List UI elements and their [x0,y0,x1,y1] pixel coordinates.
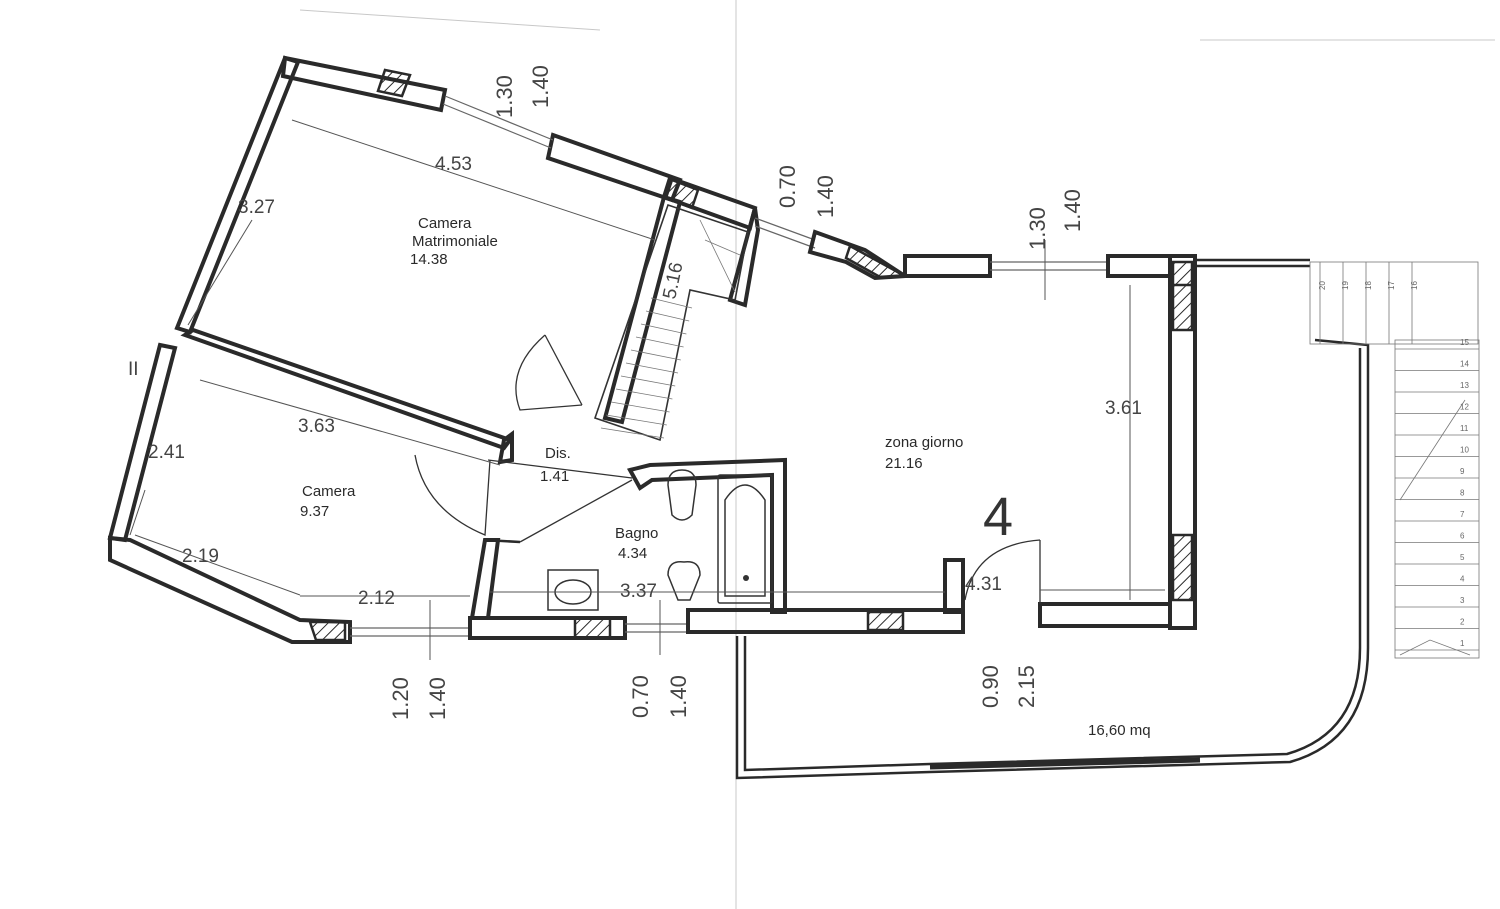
dim-matrimoniale-width: 4.53 [435,154,472,175]
dim-bagno-width: 3.37 [620,581,657,602]
step-number: 18 [1364,281,1373,290]
room-name-matrimoniale-1: Camera [418,215,472,232]
dim-win-camera-w: 1.20 [388,677,413,720]
room-labels: Camera Matrimoniale 14.38 Camera 9.37 Di… [128,215,1151,739]
dim-win-matrimoniale-w: 1.30 [492,75,517,118]
bathroom-fixtures [547,469,773,611]
step-number: 16 [1410,281,1419,290]
room-area-camera: 9.37 [300,503,329,520]
dim-door-terrazza-h: 2.15 [1014,665,1039,708]
room-area-dis: 1.41 [540,468,569,485]
room-name-bagno: Bagno [615,525,658,542]
step-number: 15 [1460,338,1469,347]
stair-tread [635,336,684,348]
step-number: 5 [1460,553,1465,562]
room-name-dis: Dis. [545,445,571,462]
dim-win-stair-h: 1.40 [813,175,838,218]
stair-tread [600,427,665,439]
room-area-giorno: 21.16 [885,455,923,472]
dim-win-giorno-w: 1.30 [1025,207,1050,250]
unit-number: 4 [983,487,1013,547]
step-number: 1 [1460,639,1465,648]
margin-mark: II [128,359,139,380]
stair-tread [615,388,673,400]
dim-win-matrimoniale-h: 1.40 [528,65,553,108]
dim-door-terrazza-w: 0.90 [978,665,1003,708]
stair-tread [640,323,687,335]
walls [107,55,1310,644]
dim-win-stair-w: 0.70 [775,165,800,208]
terrace-area: 16,60 mq [1088,722,1151,739]
dim-win-giorno-h: 1.40 [1060,189,1085,232]
step-number: 17 [1387,281,1396,290]
room-name-matrimoniale-2: Matrimoniale [412,233,498,250]
dim-matrimoniale-depth: 3.27 [238,197,275,218]
stair-tread [620,375,676,387]
step-number: 2 [1460,618,1465,627]
room-name-camera: Camera [302,483,356,500]
dimension-labels: 4.53 3.27 3.63 2.41 2.19 2.12 3.37 3.61 … [148,65,1142,720]
dim-camera-wall: 2.12 [358,588,395,609]
dim-win-camera-h: 1.40 [425,677,450,720]
dim-camera-depth: 2.41 [148,442,185,463]
step-number: 3 [1460,596,1465,605]
stair-tread [610,401,670,413]
dim-camera-width-top: 3.63 [298,416,335,437]
step-number: 14 [1460,360,1469,369]
dim-giorno-width: 4.31 [965,574,1002,595]
step-number: 10 [1460,446,1469,455]
terrace [735,338,1370,780]
room-name-giorno: zona giorno [885,434,963,451]
step-number: 8 [1460,489,1465,498]
external-staircase [1309,261,1480,659]
doors [414,334,1041,604]
step-number: 9 [1460,467,1465,476]
stair-tread [645,310,690,322]
stair-tread [630,349,681,361]
step-number: 7 [1460,510,1465,519]
dim-giorno-depth: 3.61 [1105,398,1142,419]
dim-win-bagno-h: 1.40 [666,675,691,718]
room-area-matrimoniale: 14.38 [410,251,448,268]
step-number: 19 [1341,281,1350,290]
dim-win-bagno-w: 0.70 [628,675,653,718]
stair-tread [625,362,679,374]
step-number: 12 [1460,403,1469,412]
dim-camera-width-bottom: 2.19 [182,546,219,567]
dimension-lines [129,119,1165,660]
step-number: 20 [1318,281,1327,290]
room-area-bagno: 4.34 [618,545,647,562]
step-number: 6 [1460,532,1465,541]
stair-tread [605,414,667,426]
step-number: 11 [1460,424,1469,433]
inner-staircase [593,203,749,442]
stair-tread [650,297,693,309]
step-number: 13 [1460,381,1469,390]
step-number: 4 [1460,575,1465,584]
